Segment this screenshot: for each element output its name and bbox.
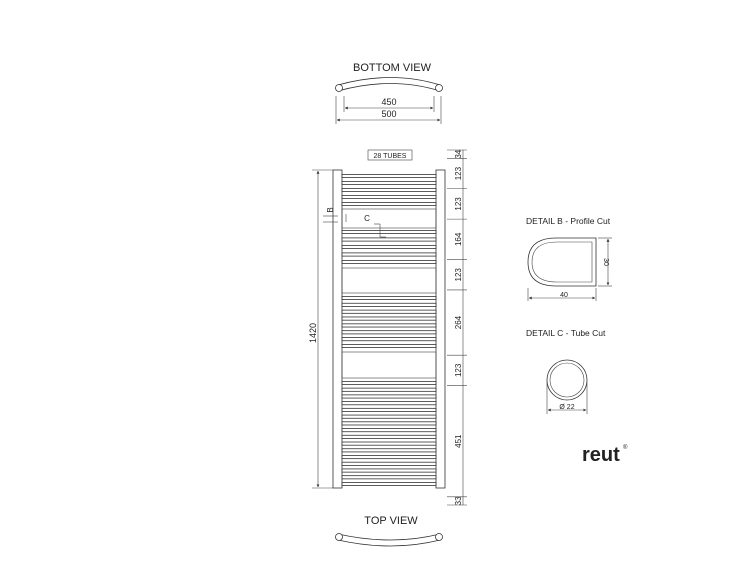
- reut-logo: reut ®: [582, 444, 628, 466]
- tube: [341, 343, 437, 348]
- dimension-segment-label: 123: [454, 197, 463, 211]
- detail-b-marker-label: B: [326, 207, 335, 212]
- detail-c-marker: C: [364, 214, 386, 238]
- tube: [341, 173, 437, 178]
- dimension-segment-label: 451: [454, 434, 463, 448]
- tube: [341, 414, 437, 419]
- tube-outline: [546, 359, 588, 401]
- tube: [341, 323, 437, 328]
- tube: [341, 481, 437, 486]
- height-dimension-label: 1420: [308, 323, 318, 343]
- detail-c-diameter-label: Ø 22: [559, 404, 574, 411]
- logo-mark: ®: [623, 444, 628, 451]
- dimension-segment-label: 123: [454, 268, 463, 282]
- tube: [341, 448, 437, 453]
- detail-c: DETAIL C - Tube Cut Ø 22: [526, 328, 606, 414]
- dimension-450: 450: [343, 96, 435, 112]
- tube: [341, 428, 437, 433]
- top-view-rail-shape: [335, 533, 443, 547]
- tube: [341, 302, 437, 307]
- tube: [341, 252, 437, 257]
- tube: [341, 259, 437, 264]
- top-view-title: TOP VIEW: [364, 515, 418, 527]
- tube: [341, 380, 437, 385]
- dimension-500-label: 500: [381, 109, 396, 119]
- tube: [341, 401, 437, 406]
- tube: [341, 468, 437, 473]
- profile-outline: [527, 237, 597, 287]
- tube: [341, 421, 437, 426]
- dimension-segment-label: 264: [454, 315, 463, 329]
- detail-b-height-label: 30: [602, 258, 609, 266]
- tube: [341, 180, 437, 185]
- tube: [341, 229, 437, 234]
- tube-count-label: 28 TUBES: [374, 153, 407, 160]
- dimension-segment-label: 164: [454, 232, 463, 246]
- dimension-segment-label: 34: [454, 149, 463, 158]
- tube: [341, 316, 437, 321]
- vertical-dimension-chain: 34 123 123 164 123 264 123 451 33: [447, 149, 467, 505]
- left-rail: [332, 169, 343, 489]
- detail-b-marker: B: [323, 207, 347, 223]
- height-dimension: 1420: [308, 169, 333, 489]
- right-rail: [435, 169, 446, 489]
- tube: [341, 244, 437, 249]
- bottom-view-title: BOTTOM VIEW: [353, 62, 432, 74]
- dimension-500: 500: [335, 96, 442, 124]
- tube-gap-frame: [341, 351, 437, 379]
- tube: [341, 441, 437, 446]
- tube: [341, 475, 437, 480]
- detail-c-marker-label: C: [364, 214, 370, 223]
- dimension-segment-label: 33: [454, 496, 463, 505]
- tube-group: [341, 173, 437, 486]
- tube: [341, 461, 437, 466]
- tube: [341, 387, 437, 392]
- top-view: TOP VIEW: [335, 515, 443, 547]
- dimension-450-label: 450: [381, 97, 396, 107]
- tube: [341, 237, 437, 242]
- tube-gap-frame: [341, 208, 437, 229]
- tube: [341, 455, 437, 460]
- tube: [341, 394, 437, 399]
- logo-text: reut: [582, 444, 620, 466]
- tube: [341, 330, 437, 335]
- dimension-segment-label: 123: [454, 166, 463, 180]
- front-view: 28 TUBES B C 1420 34 123 123: [308, 149, 467, 505]
- tube: [341, 434, 437, 439]
- detail-c-title: DETAIL C - Tube Cut: [526, 328, 606, 338]
- tube: [341, 337, 437, 342]
- tube-gap-frame: [341, 267, 437, 294]
- tube: [341, 295, 437, 300]
- tube: [341, 309, 437, 314]
- tube: [341, 201, 437, 206]
- bottom-view: BOTTOM VIEW 450 500: [335, 62, 443, 124]
- bottom-view-rail-shape: [335, 77, 443, 92]
- tube: [341, 187, 437, 192]
- dimension-segment-label: 123: [454, 363, 463, 377]
- tube: [341, 194, 437, 199]
- detail-b-width-label: 40: [560, 292, 568, 299]
- tube: [341, 407, 437, 412]
- detail-b-title: DETAIL B - Profile Cut: [526, 216, 611, 226]
- detail-b: DETAIL B - Profile Cut 30 40: [526, 216, 612, 301]
